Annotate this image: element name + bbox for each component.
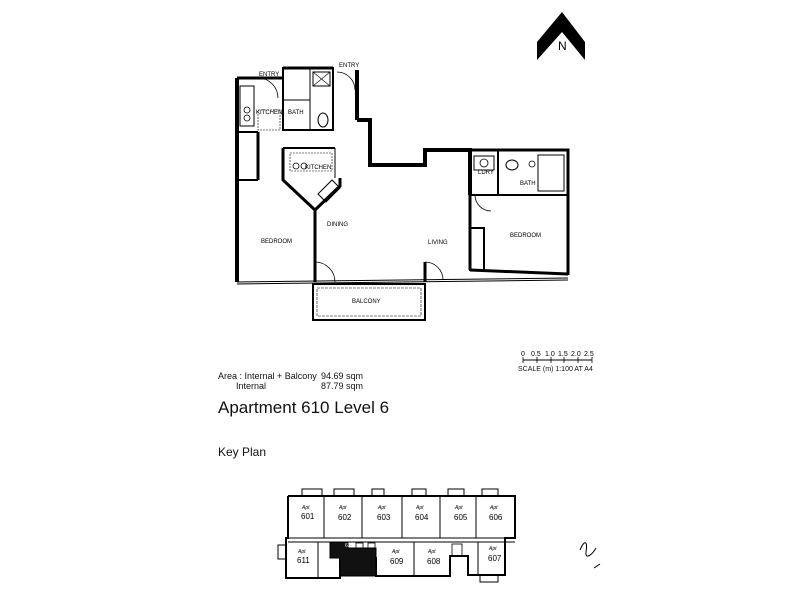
compass-label: N [558, 39, 567, 53]
room-labels: ENTRY ENTRY KITCHEN BATH KITCHEN DINING … [256, 63, 541, 305]
unit-label-601: 601 [301, 512, 315, 521]
unit-label-603: 603 [377, 513, 391, 522]
scale-tick-label: 0.5 [531, 351, 541, 358]
unit-label-611: 611 [297, 556, 310, 565]
room-label-entry-right: ENTRY [339, 63, 359, 69]
area-label-internal: Internal [236, 381, 267, 391]
room-label-living: LIVING [428, 240, 448, 246]
scale-caption: SCALE (m) 1:100 AT A4 [518, 366, 593, 373]
apartment-title: Apartment 610 Level 6 [218, 398, 390, 417]
unit-prefix: Apt [415, 505, 424, 511]
room-label-bath-right: BATH [520, 181, 536, 187]
room-label-ldry: LDRY [478, 170, 494, 176]
highlighted-unit-label: 610 [345, 543, 354, 549]
scale-tick-label: 1.5 [558, 351, 568, 358]
key-plan-title: Key Plan [218, 445, 267, 459]
highlighted-unit-610 [329, 541, 377, 577]
unit-prefix: Apt [301, 505, 310, 511]
unit-label-609: 609 [390, 557, 404, 566]
scan-marks [579, 542, 601, 569]
scale-tick-label: 2.5 [584, 351, 594, 358]
unit-prefix: Apt [391, 549, 400, 555]
room-label-dining: DINING [327, 222, 348, 228]
key-plan: 610 [277, 488, 516, 583]
room-label-bedroom-right: BEDROOM [510, 233, 541, 239]
room-label-bath-upper: BATH [288, 110, 304, 116]
unit-label-608: 608 [427, 557, 441, 566]
unit-prefix: Apt [338, 505, 347, 511]
unit-prefix: Apt [297, 549, 306, 555]
scale-tick-label: 0 [521, 351, 525, 358]
room-label-bedroom-left: BEDROOM [261, 239, 292, 245]
scale-bar: 0 0.5 1.0 1.5 2.0 2.5 [521, 351, 594, 363]
area-value-total: 94.69 sqm [321, 371, 364, 381]
room-label-balcony: BALCONY [352, 299, 381, 305]
unit-prefix: Apt [489, 505, 498, 511]
area-label-total: Area : Internal + Balcony [218, 371, 317, 381]
floor-plan [235, 66, 570, 321]
unit-prefix: Apt [377, 505, 386, 511]
unit-prefix: Apt [427, 549, 436, 555]
area-value-internal: 87.79 sqm [321, 381, 364, 391]
room-label-kitchen: KITCHEN [305, 165, 331, 171]
unit-label-605: 605 [454, 513, 468, 522]
unit-prefix: Apt [488, 546, 497, 552]
key-plan-labels: Apt 601 Apt 602 Apt 603 Apt 604 Apt 605 … [297, 505, 503, 566]
scale-tick-label: 1.0 [545, 351, 555, 358]
unit-label-607: 607 [488, 554, 502, 563]
unit-label-602: 602 [338, 513, 352, 522]
unit-label-604: 604 [415, 513, 429, 522]
scale-tick-label: 2.0 [571, 351, 581, 358]
north-arrow-icon: N [537, 12, 585, 60]
room-label-entry-left: ENTRY [259, 72, 279, 78]
unit-label-606: 606 [489, 513, 503, 522]
room-label-kitchen-upper: KITCHEN [256, 110, 282, 116]
unit-prefix: Apt [454, 505, 463, 511]
